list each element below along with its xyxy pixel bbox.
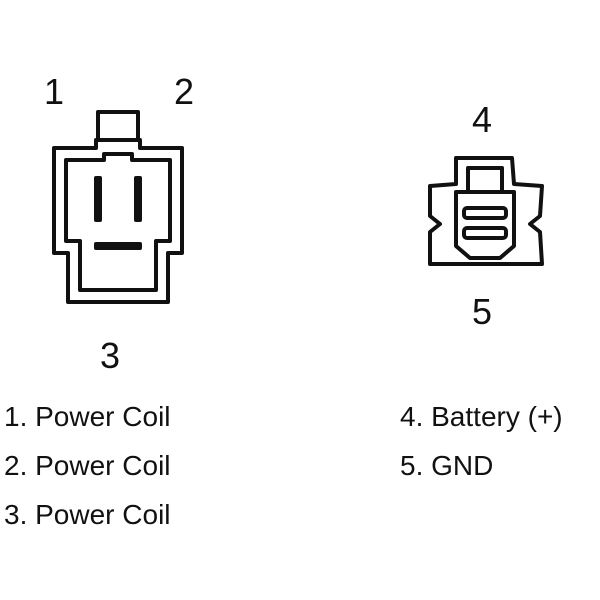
pin-label-3: 3 [100, 335, 120, 376]
pin-label-4: 4 [472, 99, 492, 140]
pin-label-5: 5 [472, 291, 492, 332]
terminal-2 [134, 176, 142, 222]
terminal-3 [94, 242, 142, 250]
connector-b-inner-face [454, 190, 516, 260]
terminal-5 [462, 226, 508, 240]
connector-a-latch [96, 110, 140, 142]
connector-b-latch [466, 166, 504, 194]
legend-item-pin-3: 3. Power Coil [4, 499, 171, 530]
legend-item-pin-4: 4. Battery (+) [400, 401, 563, 432]
connector-a [52, 110, 184, 304]
connector-a-inner-face [64, 152, 172, 292]
pin-legend-left: 1. Power Coil 2. Power Coil 3. Power Coi… [4, 392, 171, 539]
legend-item-pin-2: 2. Power Coil [4, 450, 171, 481]
pin-label-2: 2 [174, 71, 194, 112]
terminal-1 [94, 176, 102, 222]
connector-b-terminals [462, 206, 508, 240]
legend-item-pin-5: 5. GND [400, 450, 494, 481]
terminal-4 [462, 206, 508, 220]
connector-a-outer-shell [52, 138, 184, 304]
pin-legend-right: 4. Battery (+) 5. GND [400, 392, 563, 490]
connector-b-outer-shell [428, 156, 544, 266]
connector-a-terminals [94, 176, 142, 250]
connector-b [428, 156, 544, 266]
legend-item-pin-1: 1. Power Coil [4, 401, 171, 432]
pin-label-1: 1 [44, 71, 64, 112]
